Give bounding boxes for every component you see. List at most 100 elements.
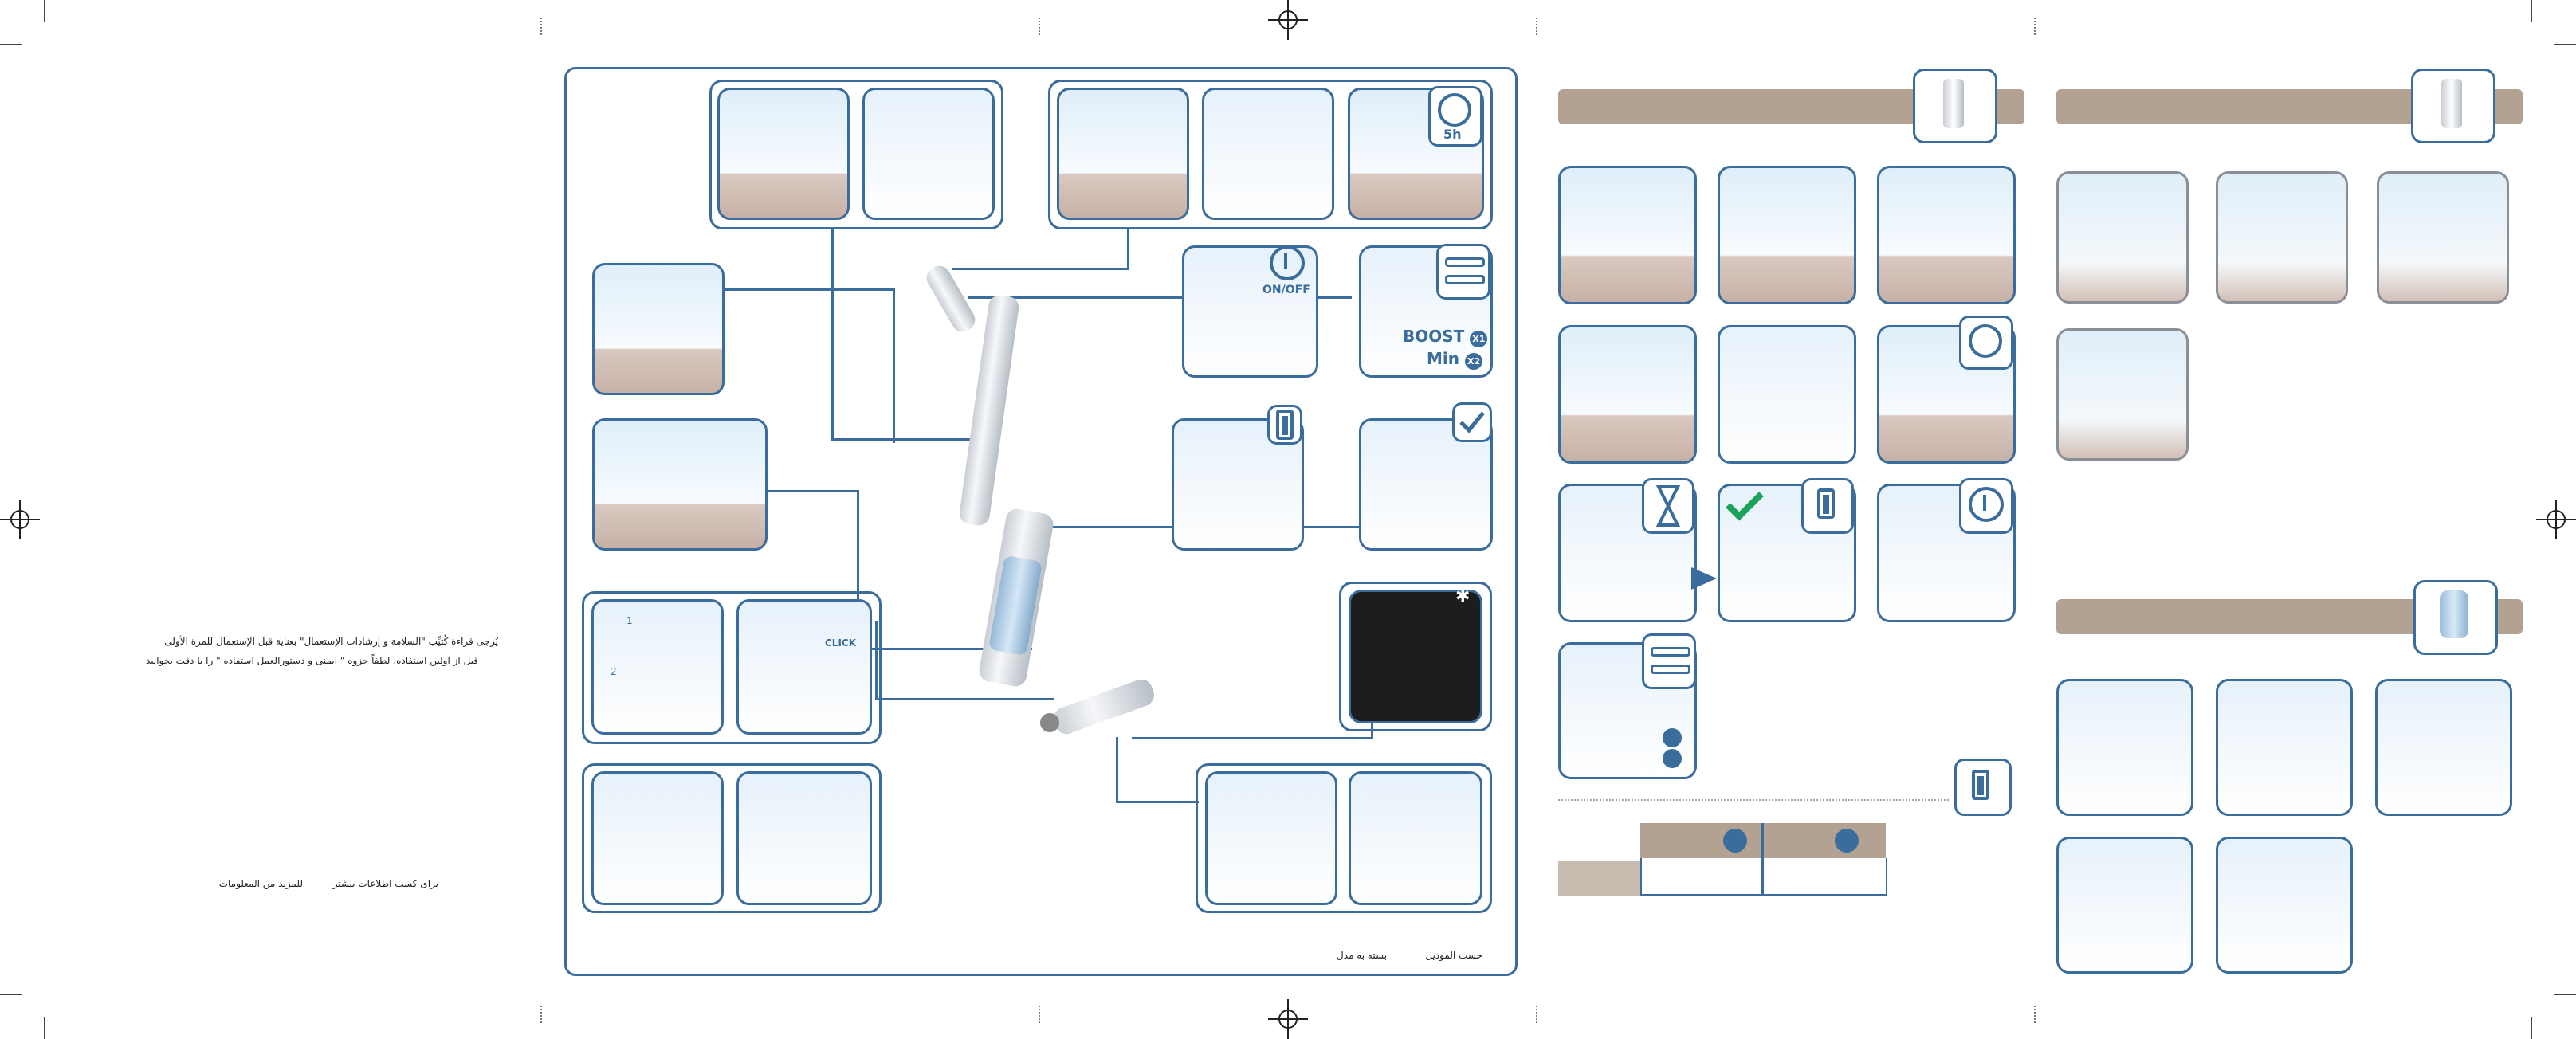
bin-empty-tile-2: [2375, 679, 2512, 816]
fold-mark: [1039, 18, 1042, 35]
runtime-row-label: [1558, 861, 1640, 896]
wall-mount-iconbox-2: [2411, 69, 2496, 143]
registration-mark-left: [0, 500, 40, 539]
charging-indicator-tile: [1558, 484, 1697, 622]
bin-cleaning-group: [582, 763, 882, 913]
battery-icon-2: [1817, 488, 1835, 519]
bin-removal-group: [582, 591, 882, 744]
min-dot: [1663, 749, 1682, 768]
cable-screw-tile: [2216, 171, 2348, 304]
wall-storage-tile: [592, 263, 724, 395]
runtime-dot-1: [1723, 829, 1747, 853]
clock-badge: 5h: [1428, 86, 1482, 147]
boost-bar-icon-2: [1651, 647, 1690, 657]
charging-group: [1048, 80, 1493, 229]
accessory-group: [1339, 582, 1492, 731]
fold-mark: [1536, 1006, 1539, 1023]
min-multiplier: X2: [1464, 353, 1483, 370]
battery-badge-2: [1801, 478, 1854, 534]
fold-mark: [2034, 1006, 2037, 1023]
min-text: Min: [1427, 349, 1459, 368]
fold-mark: [2034, 18, 2037, 35]
safety-instruction-arabic: يُرجى قراءة كُتيِّب "السلامة و إرشادات ا…: [164, 636, 498, 647]
crop-mark: [0, 44, 22, 45]
overview-frame: [564, 67, 1518, 976]
connector-line: [831, 228, 834, 440]
bin-release-tile: [591, 599, 724, 735]
arrow-right-icon: [1691, 567, 1717, 590]
connector-line: [1116, 801, 1199, 803]
bin-full-tile: [2056, 679, 2193, 816]
connector-line: [875, 621, 878, 700]
hourglass-badge: [1642, 478, 1694, 534]
runtime-row-cells: [1640, 858, 1887, 896]
crop-mark: [0, 994, 22, 995]
step-1-label: 1: [626, 615, 633, 626]
connector-line: [952, 268, 1129, 270]
connector-line: [875, 698, 1054, 700]
safety-instruction-persian: قبل از اولين استفاده، لطفاً جزوه " ايمنی…: [145, 655, 478, 666]
charger-plug-tile: [1057, 88, 1189, 220]
fold-mark: [540, 18, 544, 35]
connector-line: [968, 296, 1182, 299]
green-check-icon: [1726, 492, 1764, 521]
connector-line: [1304, 296, 1352, 299]
install-wall-tile: [1558, 166, 1697, 304]
wall-hang-tile: [2056, 328, 2189, 461]
clock-icon: [1438, 93, 1471, 127]
boost-text: BOOST: [1403, 327, 1465, 346]
model-note-persian: بسته به مدل: [1337, 950, 1387, 961]
clock-icon-2: [1969, 324, 2002, 358]
min-label: Min X2: [1427, 349, 1483, 370]
boost-label: BOOST X1: [1403, 327, 1488, 347]
more-info-arabic: للمزيد من المعلومات: [218, 878, 303, 889]
runtime-table-divider: [1761, 823, 1764, 896]
charger-connect-tile: [1202, 88, 1334, 220]
connector-line: [1116, 737, 1118, 802]
accessory-tile: [1349, 590, 1482, 723]
wall-mount-iconbox: [1913, 69, 1997, 143]
crop-mark: [2531, 0, 2532, 22]
check-badge: [1452, 402, 1492, 442]
battery-charging-badge: [1267, 405, 1302, 445]
registration-mark-top: [1268, 0, 1308, 40]
install-handle-tile: [1877, 166, 2016, 304]
bin-reattach-tile: [2056, 837, 2193, 974]
check-icon: [1459, 411, 1485, 433]
battery-icon: [1276, 410, 1294, 440]
brush-cut-tile: [1349, 771, 1482, 905]
wall-mount-icon: [1943, 79, 1964, 128]
hourglass-icon: [1655, 485, 1681, 527]
bin-empty-tile: [736, 771, 872, 905]
vacuum-wheel: [1040, 713, 1059, 732]
more-info-persian: برای كسب اطلاعات بیشتر: [332, 878, 438, 889]
bin-icon: [2440, 590, 2468, 638]
connector-line: [1127, 228, 1129, 269]
connector-line: [720, 288, 895, 291]
connector-line: [763, 490, 858, 492]
step-2-label: 2: [611, 666, 617, 677]
power-icon: [1270, 245, 1305, 280]
crop-mark: [2554, 994, 2576, 995]
connector-line: [857, 648, 1032, 650]
bin-click-tile: [736, 599, 872, 735]
bin-lock-tile: [2216, 837, 2353, 974]
charger-tile: [1558, 325, 1697, 464]
wall-mount-tool-tile: [862, 88, 995, 220]
connector-line: [1299, 526, 1360, 528]
dotted-separator: [1558, 799, 1949, 801]
boost-badge-2: [1642, 633, 1696, 689]
wall-mount-screw-tile: [717, 88, 850, 220]
click-label: CLICK: [825, 637, 857, 649]
min-bar-icon-2: [1651, 665, 1690, 674]
wall-mount-icon-2: [2441, 79, 2462, 128]
charger-insert-tile: [1718, 325, 1856, 464]
power-badge-2: [1959, 478, 2013, 534]
connector-line: [893, 288, 895, 443]
min-bar-icon: [1445, 275, 1485, 284]
brush-cleaning-group: [1196, 763, 1492, 913]
registration-mark-right: [2536, 500, 2576, 539]
battery-icon-3: [1972, 770, 1989, 800]
registration-mark-bottom: [1268, 999, 1308, 1039]
fold-mark: [1039, 1006, 1042, 1023]
